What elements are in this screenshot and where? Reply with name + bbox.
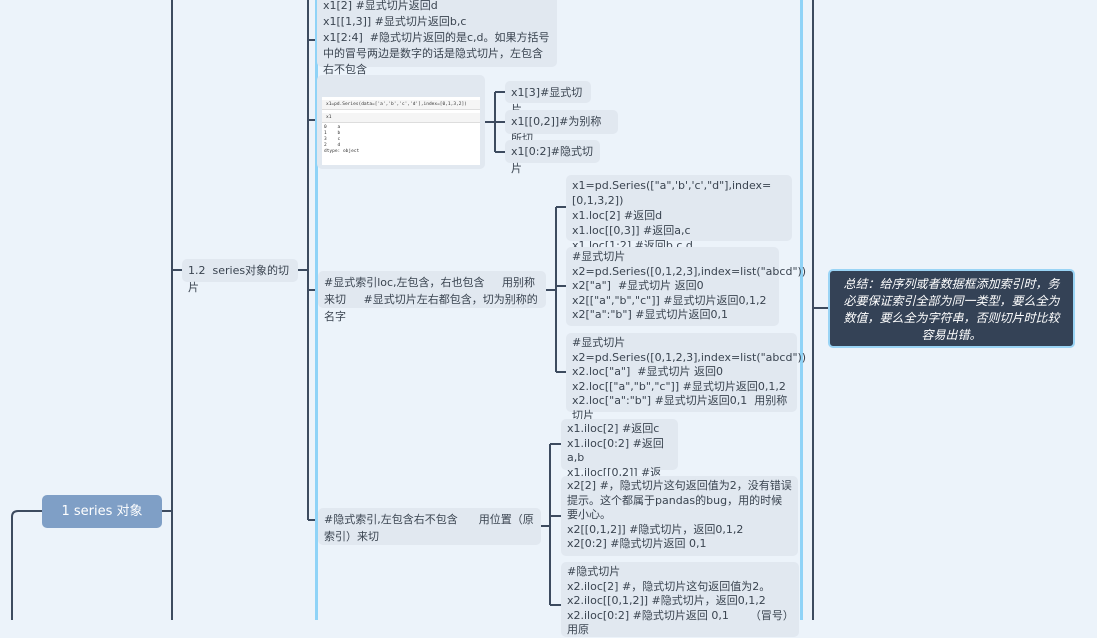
topic-iloc-implicit-index[interactable]: #隐式索引,左包含右不包含 用位置（原索引）来切	[318, 508, 541, 545]
topic-loc-explicit-index[interactable]: #显式索引loc,左包含，右也包含 用别称来切 #显式切片左右都包含，切为别称的…	[318, 271, 546, 323]
boundary-line-left	[315, 0, 318, 620]
topic-iloc-example-1[interactable]: x1.iloc[2] #返回c x1.iloc[0:2] #返回a,b x1.i…	[561, 419, 678, 493]
topic-x1-3[interactable]: x1[3]#显式切片	[505, 81, 591, 116]
topic-series-slicing[interactable]: 1.2 series对象的切片	[182, 259, 298, 294]
code-line-2: x1	[322, 113, 480, 123]
topic-x1-0-2-list[interactable]: x1[[0,2]]#为别称所切	[505, 110, 618, 145]
code-output: 0 a 1 b 3 c 2 d dtype: object	[324, 125, 360, 154]
topic-loc-example-3[interactable]: #显式切片 x2=pd.Series([0,1,2,3],index=list(…	[566, 333, 806, 422]
summary-callout[interactable]: 总结：给序列或者数据框添加索引时，务必要保证索引全部为同一类型，要么全为数值，要…	[828, 269, 1075, 348]
topic-iloc-example-2[interactable]: x2[2] #，隐式切片这句返回值为2，没有错误提示。这个都属于pandas的b…	[561, 476, 798, 556]
topic-iloc-example-3[interactable]: #隐式切片 x2.iloc[2] #，隐式切片这句返回值为2。 x2.iloc[…	[561, 562, 799, 637]
topic-x1-0-2-slice[interactable]: x1[0:2]#隐式切片	[505, 140, 600, 175]
topic-explicit-implicit-notes[interactable]: x1[2] #显式切片返回d x1[[1,3]] #显式切片返回b,c x1[2…	[317, 0, 557, 76]
boundary-line-right	[800, 0, 803, 620]
root-topic-series-object[interactable]: 1 series 对象	[42, 495, 162, 528]
topic-loc-example-1[interactable]: x1=pd.Series(["a",'b','c',"d"],index=[0,…	[566, 175, 792, 252]
code-screenshot-image: x1=pd.Series(data=['a','b','c','d'],inde…	[322, 97, 480, 165]
topic-loc-example-2[interactable]: #显式切片 x2=pd.Series([0,1,2,3],index=list(…	[566, 247, 806, 326]
connector-lines	[11, 0, 828, 620]
code-line-1: x1=pd.Series(data=['a','b','c','d'],inde…	[322, 100, 480, 110]
